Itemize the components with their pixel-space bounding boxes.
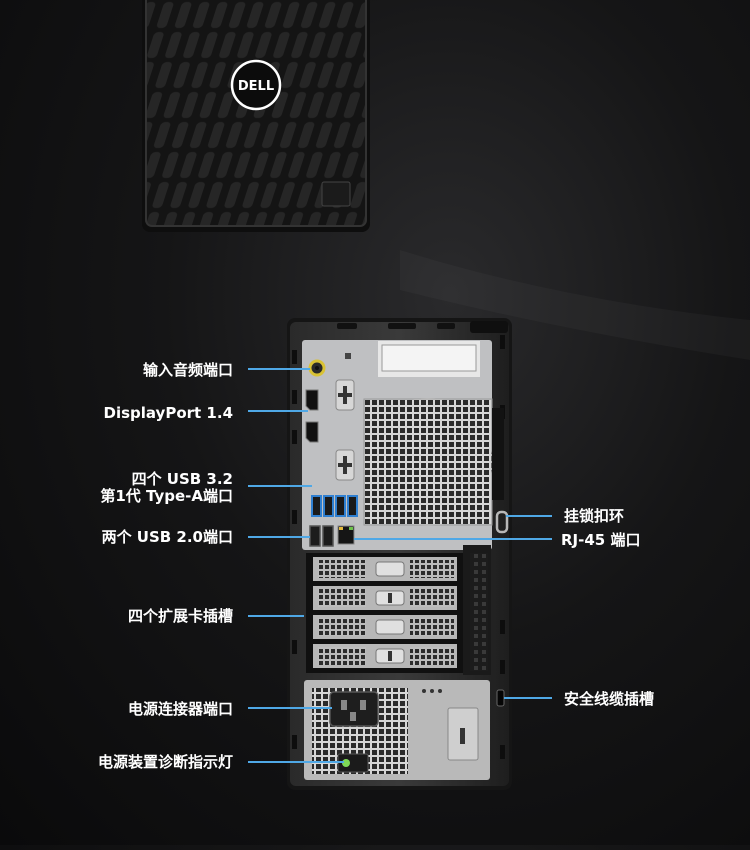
dell-logo: DELL (230, 59, 282, 111)
front-panel (142, 0, 370, 232)
label-usb20: 两个 USB 2.0端口 (101, 528, 233, 546)
usb32-ports (311, 495, 358, 517)
usb20-ports (309, 525, 334, 547)
padlock-loop (495, 510, 509, 534)
leader-line-expansion (248, 615, 304, 617)
label-rj45: RJ-45 端口 (561, 531, 641, 549)
leader-line-padlock (506, 515, 552, 517)
leader-line-usb20 (248, 536, 310, 538)
label-audio-in: 输入音频端口 (142, 361, 233, 379)
leader-line-audio (248, 368, 310, 370)
expansion-slots (306, 545, 491, 675)
audio-jack (308, 353, 351, 377)
label-security-slot: 安全线缆插槽 (564, 690, 655, 708)
label-displayport: DisplayPort 1.4 (103, 404, 234, 422)
io-plate (302, 340, 504, 550)
displayport-connectors (305, 389, 319, 443)
psu-diagnostic-led (342, 759, 350, 767)
leader-line-power-connector (248, 707, 332, 709)
leader-line-security (504, 697, 552, 699)
leader-line-usb32 (248, 485, 312, 487)
security-cable-slot (496, 689, 505, 707)
leader-line-displayport (248, 410, 308, 412)
label-padlock: 挂锁扣环 (564, 507, 625, 525)
label-usb32-line2: 第1代 Type-A端口 (100, 487, 233, 505)
leader-line-psu-diag (248, 761, 344, 763)
label-power-connector: 电源连接器端口 (127, 700, 233, 718)
power-button (321, 181, 351, 207)
rj45-port (337, 525, 355, 545)
leader-line-rj45 (354, 538, 552, 540)
power-supply (304, 680, 490, 780)
label-expansion: 四个扩展卡插槽 (127, 607, 233, 625)
svg-text:DELL: DELL (238, 79, 274, 94)
label-usb32-line1: 四个 USB 3.2 (131, 470, 233, 488)
label-psu-diag: 电源装置诊断指示灯 (97, 753, 233, 771)
plate-screws (335, 379, 355, 481)
